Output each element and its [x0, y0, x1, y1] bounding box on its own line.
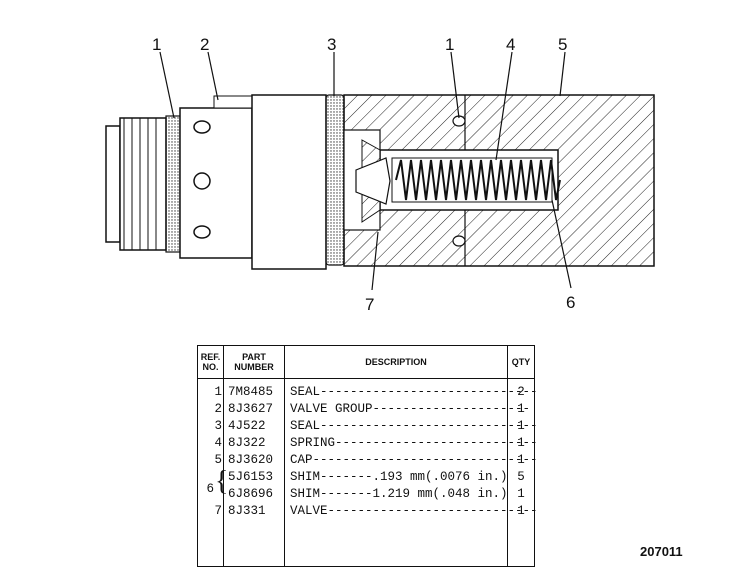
- cell-ref: 4: [214, 436, 222, 450]
- cell-part: 8J331: [228, 504, 266, 518]
- seal-center: [325, 94, 345, 266]
- callout-spring: 4: [506, 35, 515, 54]
- table-row: 3 4J522 SEAL-----------------------------1: [198, 418, 537, 435]
- cell-qty: 1: [517, 487, 525, 501]
- table-row: 1 7M8485 SEAL-----------------------------…: [198, 384, 537, 401]
- table-row: 5J6153 SHIM-------.193 mm(.0076 in.) 5: [198, 469, 534, 486]
- cell-ref: 7: [214, 504, 222, 518]
- figure-number: 207011: [640, 544, 683, 559]
- cell-part: 7M8485: [228, 385, 274, 399]
- cell-description: SHIM-------1.219 mm(.048 in.): [290, 487, 508, 501]
- table-row: 7 8J331 VALVE----------------------------1: [198, 503, 537, 520]
- cell-qty: 1: [517, 453, 525, 467]
- cell-description: CAP------------------------------: [290, 453, 538, 467]
- callout-seal-center: 3: [327, 35, 336, 54]
- shim-group-ref: 6: [206, 482, 214, 496]
- header-ref-no: REF.NO.: [200, 352, 221, 372]
- leader-lines: [159, 51, 572, 291]
- cell-description: SPRING---------------------------: [290, 436, 538, 450]
- callout-seal-right: 1: [445, 35, 454, 54]
- seal-left: [165, 115, 181, 253]
- cell-ref: 1: [214, 385, 222, 399]
- cell-part: 8J322: [228, 436, 266, 450]
- cell-qty: 1: [517, 419, 525, 433]
- cell-part: 4J522: [228, 419, 266, 433]
- valve-body: [179, 94, 327, 270]
- cell-qty: 2: [517, 385, 525, 399]
- header-qty: QTY: [511, 357, 531, 367]
- threaded-end: [105, 117, 167, 251]
- cell-qty: 1: [517, 504, 525, 518]
- cell-description: VALVE GROUP---------------------: [290, 402, 531, 416]
- spring: [391, 157, 561, 203]
- cell-description: SEAL-----------------------------: [290, 385, 538, 399]
- valve-assembly-drawing: 1 2 3 1 4 5 7 6: [105, 35, 655, 314]
- cell-description: SHIM-------.193 mm(.0076 in.): [290, 470, 508, 484]
- cell-part: 5J6153: [228, 470, 274, 484]
- callout-seal-left: 1: [152, 35, 161, 54]
- cell-qty: 1: [517, 436, 525, 450]
- callout-cap: 5: [558, 35, 567, 54]
- cell-ref: 3: [214, 419, 222, 433]
- table-row: 2 8J3627 VALVE GROUP---------------------1: [198, 401, 534, 418]
- cell-part: 8J3627: [228, 402, 274, 416]
- callout-valve-group: 2: [200, 35, 209, 54]
- cell-ref: 5: [214, 453, 222, 467]
- header-description: DESCRIPTION: [365, 357, 427, 367]
- callout-valve: 7: [365, 295, 374, 314]
- cell-qty: 5: [517, 470, 525, 484]
- table-row: 6J8696 SHIM-------1.219 mm(.048 in.) 1: [198, 486, 534, 503]
- callout-shim: 6: [566, 293, 575, 312]
- cap-section: [343, 94, 655, 267]
- cell-ref: 2: [214, 402, 222, 416]
- cell-qty: 1: [517, 402, 525, 416]
- table-row: 5 8J3620 CAP------------------------------…: [198, 452, 537, 469]
- cell-description: VALVE----------------------------: [290, 504, 538, 518]
- cell-description: SEAL-----------------------------: [290, 419, 538, 433]
- cell-part: 8J3620: [228, 453, 274, 467]
- cell-part: 6J8696: [228, 487, 274, 501]
- shim-group-brace: {: [215, 466, 229, 497]
- table-row: 4 8J322 SPRING---------------------------1: [198, 435, 537, 452]
